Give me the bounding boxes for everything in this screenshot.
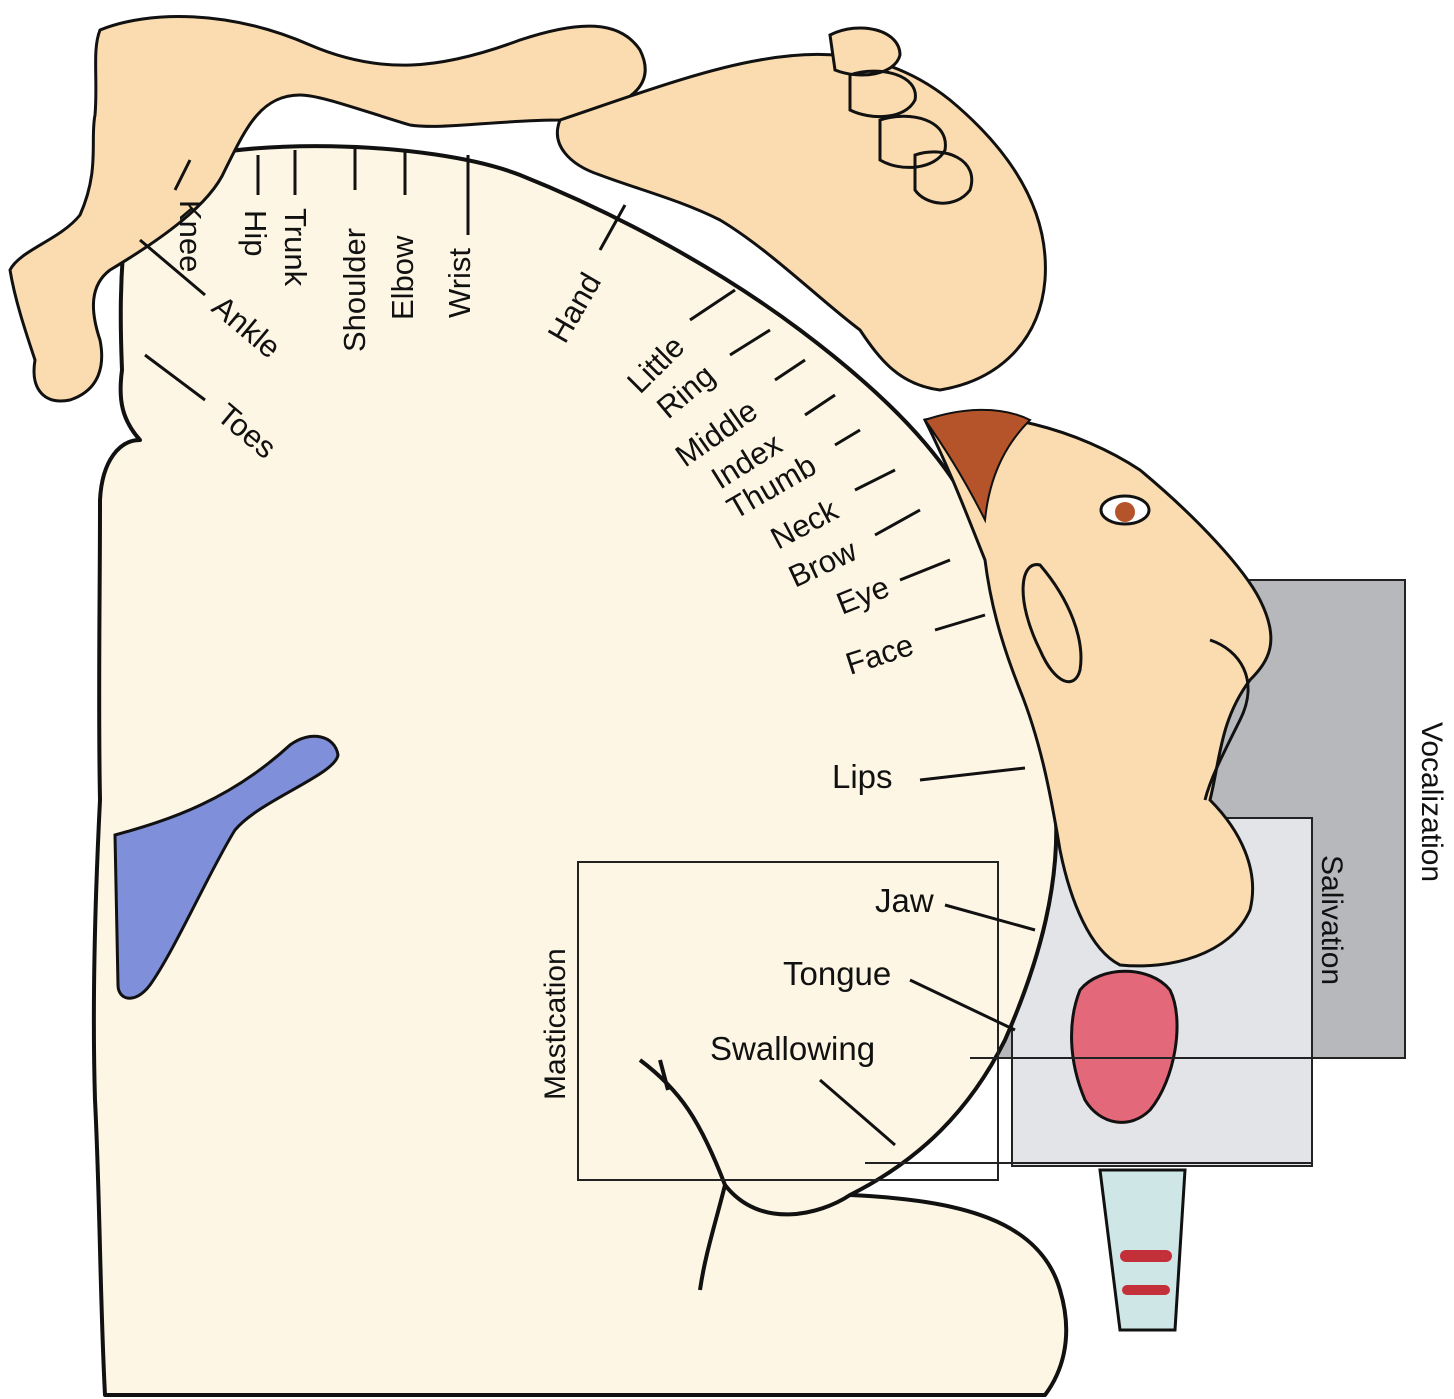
label-jaw: Jaw [875, 882, 934, 919]
label-wrist: Wrist [442, 248, 477, 318]
label-swallowing: Swallowing [710, 1030, 875, 1067]
label-tongue: Tongue [783, 955, 891, 992]
label-knee: Knee [173, 200, 208, 272]
trachea-ring [1122, 1285, 1170, 1295]
label-hip: Hip [238, 210, 273, 257]
label-vocalization: Vocalization [1415, 722, 1448, 882]
label-mastication: Mastication [539, 948, 572, 1100]
label-trunk: Trunk [278, 208, 313, 287]
label-elbow: Elbow [385, 235, 420, 320]
label-salivation: Salivation [1315, 855, 1348, 985]
label-lips: Lips [832, 758, 893, 795]
label-shoulder: Shoulder [337, 228, 372, 352]
iris [1115, 502, 1135, 522]
trachea-ring [1120, 1250, 1172, 1262]
